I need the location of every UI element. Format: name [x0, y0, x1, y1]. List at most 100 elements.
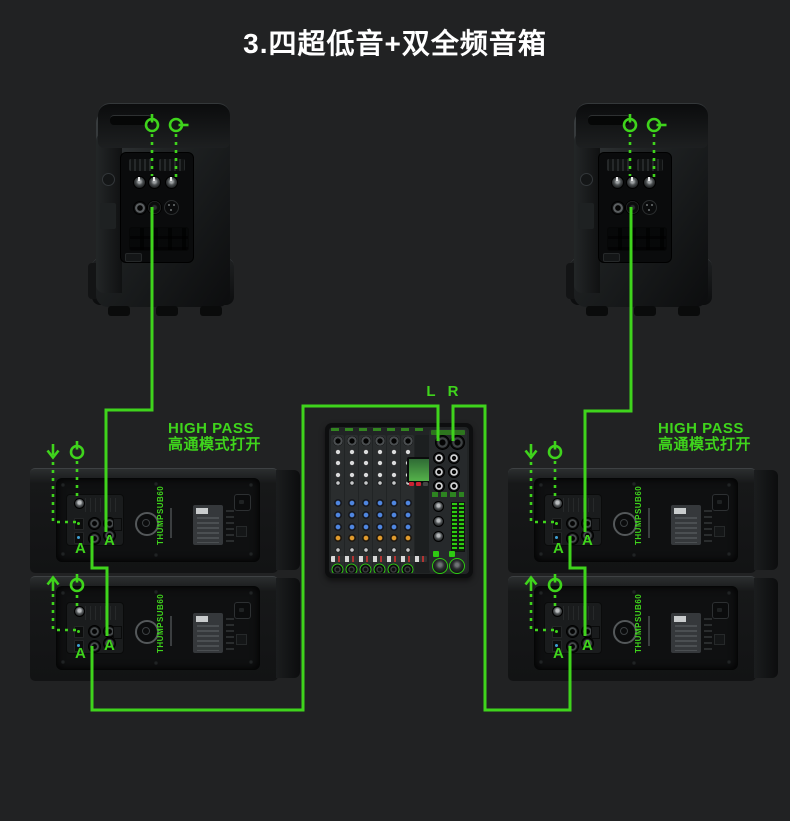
subwoofer-left-bottom: THUMPSUB60 [30, 576, 300, 681]
knob-up-icon [69, 441, 85, 460]
arrow-down-icon [46, 444, 60, 460]
speaker-foot [678, 306, 700, 316]
mode-switch [74, 640, 84, 652]
master-label [431, 430, 465, 435]
link-label-a: A [553, 645, 564, 662]
output-jack [433, 466, 445, 478]
speaker-foot [108, 306, 130, 316]
highpass-switch [74, 626, 84, 638]
subwoofer-right-bottom: THUMPSUB60 [508, 576, 778, 681]
speaker-handle [588, 115, 630, 125]
subwoofer-side [754, 470, 778, 570]
speaker-foot [634, 306, 656, 316]
channel2-knob [643, 176, 656, 189]
master-section [429, 429, 467, 574]
spec-sticker [193, 505, 223, 545]
subwoofer-side [754, 578, 778, 678]
main-out-right-label: R [447, 383, 459, 400]
sub-level-knob [552, 498, 563, 509]
channel-strip-1 [331, 435, 344, 573]
subwoofer-side [276, 578, 300, 678]
channel-strip-7-8 [401, 435, 414, 573]
model-caption-strip [170, 508, 172, 538]
link-label-a: A [75, 645, 86, 662]
subwoofer-right-top: THUMPSUB60 [508, 468, 778, 573]
output-jack [433, 452, 445, 464]
aux-input-jack [611, 201, 625, 215]
full-range-speaker-right [566, 103, 716, 318]
speaker-rear-panel [598, 152, 672, 263]
jack-labels [85, 498, 119, 512]
main-out-left-jack [435, 435, 450, 450]
input-jack-ch2 [566, 532, 579, 545]
thru-jack-ch2 [581, 637, 594, 650]
level-meters [451, 502, 465, 552]
knob-up-icon [547, 441, 563, 460]
sub-level-knob [552, 606, 563, 617]
input-jack-ch1 [566, 625, 579, 638]
output-jack [448, 466, 460, 478]
channel-strip-2 [345, 435, 358, 573]
sub-level-knob [74, 498, 85, 509]
power-switch [714, 634, 725, 645]
speaker-side-sticker [578, 203, 594, 229]
combo-input-jack [147, 200, 162, 215]
input-jack-ch2 [88, 640, 101, 653]
high-pass-en: HIGH PASS [168, 420, 254, 437]
power-inlet [712, 494, 729, 511]
power-inlet [712, 602, 729, 619]
subwoofer-model-text: THUMPSUB60 [156, 485, 165, 545]
channel-strip-5-6 [387, 435, 400, 573]
link-label-a: A [104, 637, 115, 654]
mute-button-row [331, 556, 427, 562]
subwoofer-io-cluster [544, 494, 602, 546]
subwoofer-model-text: THUMPSUB60 [634, 593, 643, 653]
channel-strip-4 [373, 435, 386, 573]
high-pass-en: HIGH PASS [658, 420, 744, 437]
aux-input-jack [133, 201, 147, 215]
certification-marks [704, 618, 712, 650]
subwoofer-side [276, 470, 300, 570]
link-label-a: A [75, 540, 86, 557]
output-jack [448, 452, 460, 464]
input-jack-ch1 [566, 517, 579, 530]
power-inlet [603, 253, 620, 262]
speaker-foot [586, 306, 608, 316]
link-label-a: A [553, 540, 564, 557]
mixer-model-logo [432, 492, 464, 497]
page-title: 3.四超低音+双全频音箱 [243, 28, 547, 59]
speaker-foot [200, 306, 222, 316]
model-caption-strip [648, 616, 650, 646]
cable-cleat [129, 227, 189, 251]
power-inlet [234, 494, 251, 511]
aux-knob [433, 531, 444, 542]
channel-labels [331, 428, 427, 431]
main-level-knob [449, 558, 465, 574]
power-switch [236, 526, 247, 537]
dip-switches [159, 159, 185, 171]
high-pass-zh: 高通模式打开 [658, 436, 752, 453]
subwoofer-model-text: THUMPSUB60 [634, 485, 643, 545]
assign-button [433, 551, 439, 557]
sub-level-knob [74, 606, 85, 617]
power-switch [714, 526, 725, 537]
dip-switches [129, 159, 153, 171]
mixing-console [325, 423, 473, 578]
output-jack [433, 480, 445, 492]
cable-cleat [607, 227, 667, 251]
main-out-right-jack [450, 435, 465, 450]
power-inlet [125, 253, 142, 262]
jack-labels [563, 498, 597, 512]
main-out-left-label: L [426, 383, 436, 400]
xlr-input-jack [164, 200, 179, 215]
speaker-rear-panel [120, 152, 194, 263]
brand-logo-icon [102, 173, 115, 186]
spec-sticker [671, 505, 701, 545]
channel1-knob [626, 176, 639, 189]
connector-plate [591, 518, 600, 531]
input-jack-ch1 [88, 625, 101, 638]
brand-logo-icon [613, 620, 637, 644]
speaker-foot [156, 306, 178, 316]
high-pass-zh: 高通模式打开 [168, 436, 262, 453]
speaker-side-sticker [100, 203, 116, 229]
